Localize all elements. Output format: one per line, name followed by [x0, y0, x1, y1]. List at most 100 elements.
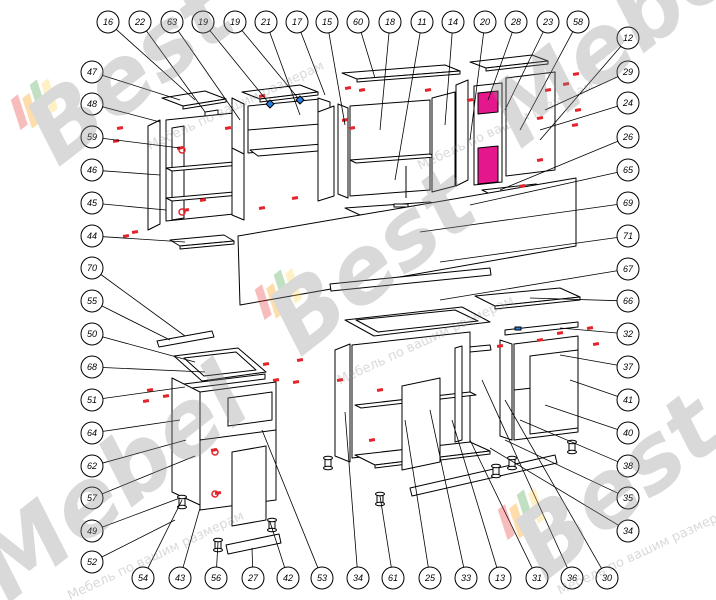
callout-label: 19: [198, 17, 208, 27]
leader-line: [102, 170, 161, 176]
callout-58: 58: [519, 10, 590, 131]
leader-line: [559, 327, 618, 334]
callout-70: 70: [80, 256, 186, 337]
leader-line: [101, 519, 176, 558]
left-side-panel: [455, 79, 469, 187]
leader-line: [328, 32, 346, 126]
hardware-mark: [162, 394, 170, 398]
callout-circle: [566, 10, 590, 34]
hardware-mark: [571, 123, 579, 127]
leader-line: [300, 32, 326, 96]
callout-circle: [160, 10, 184, 34]
callout-69: 69: [419, 191, 640, 233]
callout-18: 18: [378, 10, 402, 131]
callout-label: 36: [567, 573, 577, 583]
hardware-mark: [592, 342, 600, 346]
callout-43: 43: [168, 507, 201, 590]
leader-line: [481, 379, 568, 569]
bottom-panel-edge: [179, 240, 235, 250]
leader-line: [146, 30, 206, 113]
hardware-mark: [116, 126, 124, 130]
hardware-mark: [518, 184, 526, 188]
callout-label: 60: [353, 17, 363, 27]
callout-label: 22: [134, 17, 145, 27]
callout-45: 45: [80, 191, 167, 215]
callout-circle: [616, 257, 640, 281]
hardware-mark: [146, 388, 154, 392]
callout-label: 71: [623, 231, 633, 241]
callout-circle: [276, 566, 300, 590]
callout-17: 17: [285, 10, 326, 96]
callout-56: 56: [204, 541, 228, 590]
hardware-mark: [376, 388, 384, 392]
callout-circle: [616, 454, 640, 478]
callout-label: 53: [317, 573, 327, 583]
callout-label: 34: [623, 526, 633, 536]
callout-65: 65: [469, 158, 640, 206]
callout-circle: [454, 566, 478, 590]
callout-circle: [80, 158, 104, 182]
callout-circle: [80, 486, 104, 510]
fitting-icon: [514, 326, 522, 331]
hardware-mark: [536, 338, 544, 342]
leader-line: [115, 29, 196, 101]
hardware-mark: [341, 118, 349, 122]
upper-right-cabinet: [455, 54, 556, 197]
leader-line: [360, 32, 376, 79]
cabinet-leg: [267, 517, 277, 533]
callout-11: 11: [394, 10, 434, 181]
callout-circle: [616, 355, 640, 379]
callout-circle: [346, 10, 370, 34]
leader-line: [404, 419, 429, 568]
left-side-panel: [231, 97, 245, 155]
leader-line: [444, 32, 453, 126]
hardware-mark: [556, 331, 564, 335]
top-panel-edge: [356, 70, 461, 83]
callout-circle: [616, 191, 640, 215]
callout-circle: [241, 566, 265, 590]
callout-label: 14: [448, 17, 458, 27]
callout-61: 61: [379, 495, 405, 590]
leader-line: [469, 32, 485, 141]
callout-label: 20: [479, 17, 490, 27]
callout-27: 27: [241, 547, 265, 590]
hinge-mark: [178, 208, 186, 216]
callout-circle: [616, 388, 640, 412]
callout-25: 25: [404, 419, 442, 590]
callout-68: 68: [80, 355, 206, 379]
hardware-mark: [131, 230, 139, 234]
callout-label: 26: [622, 132, 633, 142]
left-side-panel: [337, 103, 349, 199]
door: [401, 377, 441, 471]
leader-line: [429, 409, 465, 568]
hardware-mark: [122, 234, 130, 238]
callout-label: 42: [283, 573, 293, 583]
accent-panel: [477, 90, 499, 115]
callout-label: 70: [87, 263, 97, 273]
callout-label: 30: [602, 573, 612, 583]
callout-circle: [80, 92, 104, 116]
accent-panel: [477, 145, 499, 185]
leader-line: [504, 31, 544, 111]
callout-circle: [80, 191, 104, 215]
callout-label: 44: [87, 231, 97, 241]
callout-label: 66: [623, 296, 633, 306]
callout-circle: [80, 421, 104, 445]
leader-line: [504, 399, 602, 569]
hardware-mark: [336, 378, 344, 382]
callout-circle: [616, 158, 640, 182]
callout-13: 13: [451, 419, 512, 590]
left-side-panel: [499, 339, 513, 441]
callout-circle: [381, 566, 405, 590]
leader-line: [102, 367, 206, 373]
backsplash-panel: [237, 177, 577, 306]
plinth-bar: [225, 533, 282, 555]
hardware-mark: [496, 344, 504, 348]
callout-circle: [504, 10, 528, 34]
leader-line: [469, 439, 533, 569]
upper-middle-cabinet: [231, 84, 331, 157]
lower-center-cabinet: [334, 331, 491, 471]
callout-label: 24: [622, 98, 633, 108]
